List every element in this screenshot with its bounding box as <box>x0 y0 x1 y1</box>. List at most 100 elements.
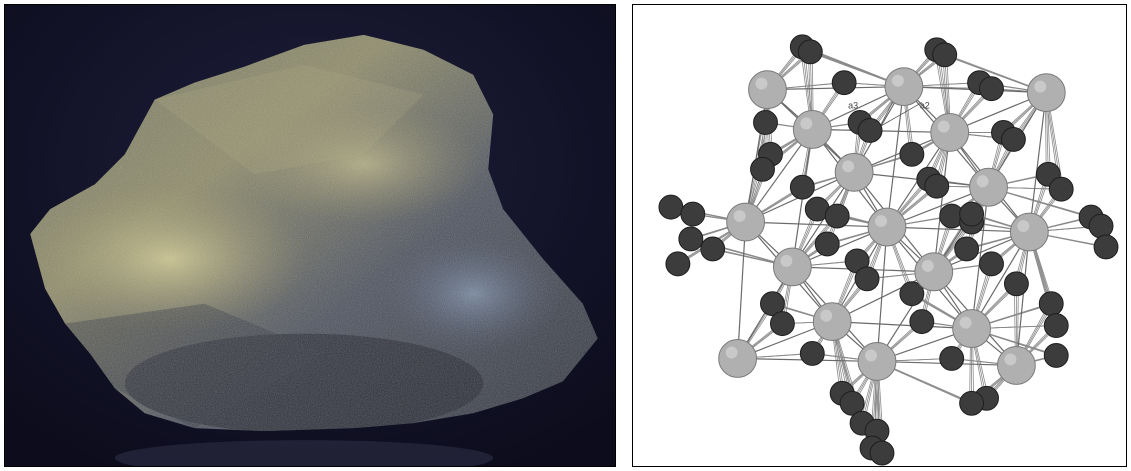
mineral-photo <box>4 4 616 467</box>
light-atom <box>726 202 765 242</box>
lattice-bond <box>745 221 887 228</box>
light-atom-sphere <box>1009 212 1049 252</box>
dark-atom <box>959 390 985 416</box>
lattice-bond <box>1028 92 1047 233</box>
mineral-photo-svg <box>5 5 615 466</box>
light-atom-highlight <box>1034 80 1047 93</box>
light-atom-highlight <box>725 346 738 359</box>
light-atom-highlight <box>842 160 855 173</box>
light-atom-sphere <box>996 346 1036 385</box>
light-atom-sphere <box>867 207 907 247</box>
light-atom-sphere <box>812 302 852 342</box>
light-atom <box>952 309 992 349</box>
rock-specimen <box>30 34 598 432</box>
lattice-bond <box>971 187 990 329</box>
dark-atom <box>1038 291 1064 317</box>
light-atom <box>969 167 1008 207</box>
light-atom-highlight <box>937 120 950 133</box>
dark-atom <box>954 236 980 262</box>
light-atom-highlight <box>959 316 972 329</box>
dark-atom <box>854 266 880 292</box>
dark-atom <box>1000 126 1026 152</box>
lattice-bond <box>832 321 972 330</box>
axis-label-a2: a2 <box>920 101 930 111</box>
lattice-bond <box>933 132 951 272</box>
light-atom <box>792 110 832 149</box>
light-atom <box>930 113 970 152</box>
dark-atom <box>680 201 706 227</box>
dark-atom <box>769 311 795 337</box>
light-atom-sphere <box>857 342 897 381</box>
dark-atom <box>839 390 865 416</box>
light-atom <box>1009 212 1049 252</box>
light-atom-highlight <box>1004 353 1017 366</box>
dark-atom <box>760 291 785 317</box>
axis-label-a3: a3 <box>848 101 858 111</box>
lattice-bond <box>876 226 888 362</box>
light-atom-highlight <box>976 175 989 188</box>
lattice-bond <box>1015 231 1030 366</box>
dark-atom <box>1043 313 1069 339</box>
light-atom-highlight <box>865 349 878 362</box>
light-atom-highlight <box>820 309 833 322</box>
dark-atom <box>665 251 691 277</box>
light-atom <box>884 67 924 107</box>
crystal-structure-svg: a3 a2 a1 <box>658 34 1119 466</box>
light-atom-highlight <box>875 215 887 228</box>
dark-atom <box>799 341 825 366</box>
light-atom <box>1026 73 1066 113</box>
dark-atom <box>939 346 965 371</box>
axis-a3-line <box>879 99 895 127</box>
light-atom <box>748 70 787 110</box>
light-atom-sphere <box>792 110 832 149</box>
dark-atom <box>909 309 935 335</box>
dark-atom <box>979 76 1004 102</box>
crystal-structure-model: a3 a2 a1 <box>632 4 1127 467</box>
light-atom-sphere <box>914 252 954 292</box>
dark-atom <box>678 226 704 252</box>
dark-atom <box>753 110 778 135</box>
atom-layer <box>658 34 1119 466</box>
light-atom-highlight <box>800 117 813 130</box>
dark-atom <box>1048 176 1074 202</box>
light-atom-highlight <box>1017 220 1030 233</box>
dark-atom <box>824 203 850 229</box>
light-atom-sphere <box>726 202 765 242</box>
dark-atom <box>979 251 1004 277</box>
light-atom-highlight <box>733 210 746 223</box>
dark-atom <box>1003 271 1029 297</box>
light-atom-sphere <box>884 67 924 107</box>
light-atom <box>867 207 907 247</box>
dark-atom <box>1043 343 1069 368</box>
dark-atom <box>1093 234 1119 260</box>
lattice-bond <box>886 86 905 228</box>
dark-atom <box>1088 213 1114 239</box>
dark-atom <box>658 194 684 220</box>
light-atom <box>834 152 874 192</box>
dark-atom <box>831 70 857 96</box>
light-atom <box>996 346 1036 385</box>
light-atom-sphere <box>952 309 992 349</box>
light-atom-sphere <box>834 152 874 192</box>
light-atom <box>718 339 758 378</box>
lattice-bond <box>886 226 1030 233</box>
dark-atom <box>959 201 985 227</box>
dark-atom <box>869 440 895 466</box>
light-atom-highlight <box>921 259 934 272</box>
dark-atom <box>857 118 883 143</box>
light-atom-sphere <box>748 70 787 110</box>
axis-a2-line <box>879 102 923 127</box>
light-atom <box>857 342 897 381</box>
dark-atom <box>700 236 726 262</box>
light-atom-sphere <box>969 167 1008 207</box>
light-atom <box>812 302 852 342</box>
dark-atom <box>789 174 815 200</box>
dark-atom <box>750 156 775 182</box>
light-atom-highlight <box>780 254 793 267</box>
dark-atom <box>899 281 925 307</box>
dark-atom <box>932 42 958 68</box>
dark-atom <box>797 39 823 65</box>
light-atom <box>914 252 954 292</box>
dark-atom <box>814 231 840 257</box>
lattice-bond <box>737 222 747 359</box>
